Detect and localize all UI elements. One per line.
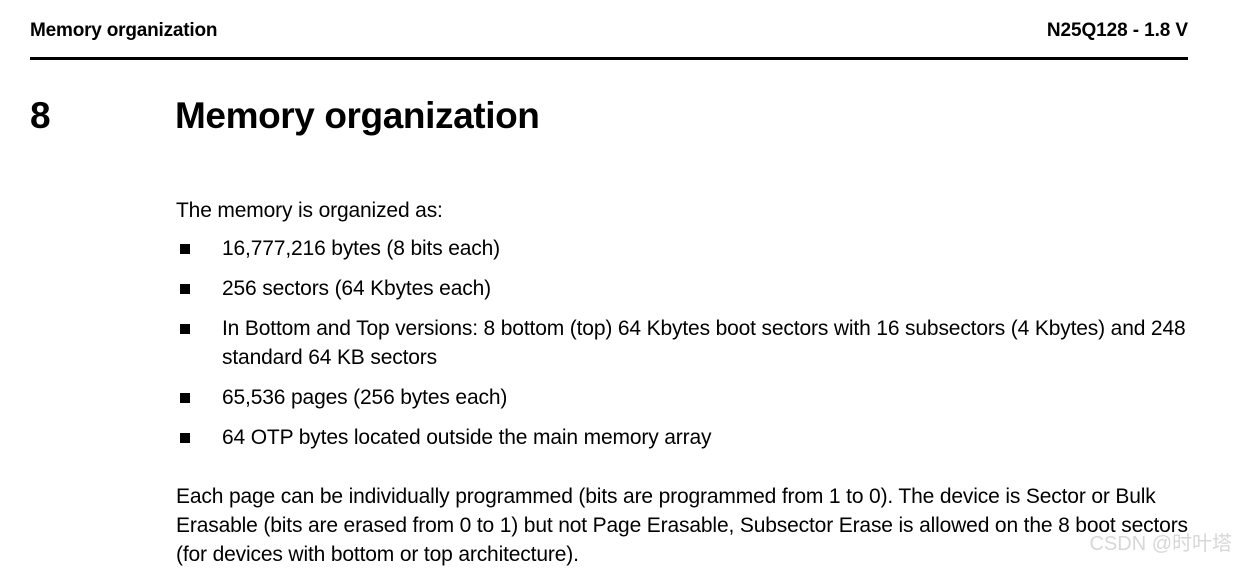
page-header: Memory organization N25Q128 - 1.8 V bbox=[30, 20, 1188, 48]
list-item-label: In Bottom and Top versions: 8 bottom (to… bbox=[222, 317, 1186, 369]
list-item-label: 16,777,216 bytes (8 bits each) bbox=[222, 237, 501, 260]
list-item: In Bottom and Top versions: 8 bottom (to… bbox=[176, 314, 1204, 372]
header-chapter-title: Memory organization bbox=[30, 20, 218, 41]
list-item-label: 65,536 pages (256 bytes each) bbox=[222, 386, 508, 409]
page-title: Memory organization bbox=[175, 95, 540, 136]
list-item: 16,777,216 bytes (8 bits each) bbox=[176, 234, 1204, 263]
section-number: 8 bbox=[30, 95, 51, 136]
body-content: The memory is organized as: 16,777,216 b… bbox=[176, 196, 1204, 452]
intro-text: The memory is organized as: bbox=[176, 199, 443, 222]
header-divider-rule bbox=[30, 57, 1188, 60]
square-bullet-icon bbox=[180, 244, 190, 254]
list-item: 256 sectors (64 Kbytes each) bbox=[176, 274, 1204, 303]
closing-paragraph: Each page can be individually programmed… bbox=[176, 485, 1188, 566]
list-item-label: 256 sectors (64 Kbytes each) bbox=[222, 277, 491, 300]
header-part-number: N25Q128 - 1.8 V bbox=[1046, 20, 1188, 41]
square-bullet-icon bbox=[180, 324, 190, 334]
list-item-label: 64 OTP bytes located outside the main me… bbox=[222, 426, 712, 449]
square-bullet-icon bbox=[180, 284, 190, 294]
section-heading: 8 Memory organization bbox=[30, 93, 1200, 143]
list-item: 64 OTP bytes located outside the main me… bbox=[176, 423, 1204, 452]
square-bullet-icon bbox=[180, 393, 190, 403]
memory-organization-list: 16,777,216 bytes (8 bits each) 256 secto… bbox=[176, 234, 1204, 452]
list-item: 65,536 pages (256 bytes each) bbox=[176, 383, 1204, 412]
square-bullet-icon bbox=[180, 433, 190, 443]
